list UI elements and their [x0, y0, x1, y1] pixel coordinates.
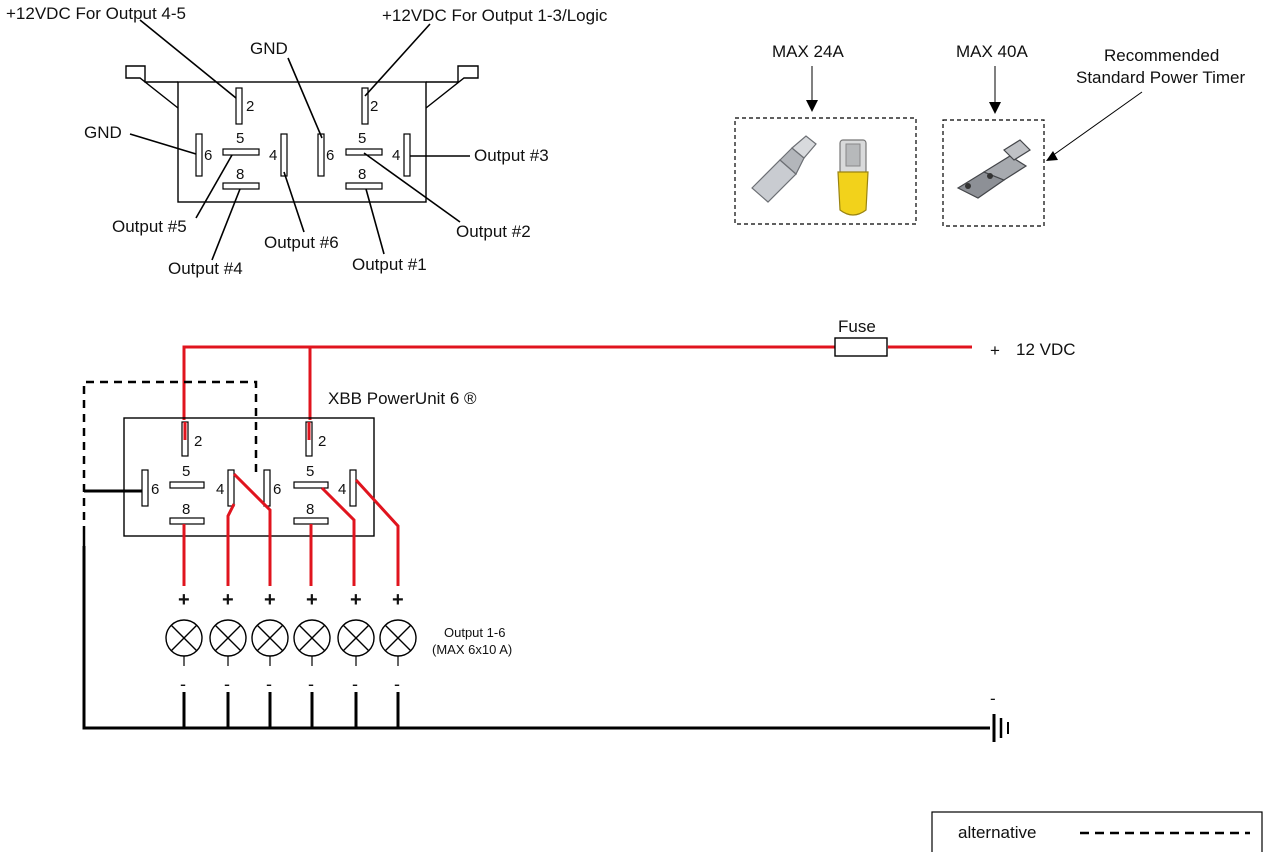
pin-num: 5: [358, 130, 366, 147]
label-fuse: Fuse: [838, 317, 876, 336]
ground-symbol-icon: [992, 714, 1009, 742]
unit-body: [123, 417, 375, 537]
connector-box-40a: [942, 119, 1045, 227]
lamp-minus: -: [394, 674, 400, 694]
label-output-6: Output #6: [264, 233, 339, 252]
pin-num: 5: [236, 130, 244, 147]
legend-alternative-label: alternative: [958, 823, 1036, 842]
label-standard-power-timer: Standard Power Timer: [1076, 68, 1245, 87]
lamp-plus: +: [264, 589, 276, 611]
pin-2-left: [235, 87, 243, 125]
lamp-icon: +-: [293, 589, 331, 694]
pin-4-left: [280, 133, 288, 177]
lamp-icon: +-: [251, 589, 289, 694]
pin-num: 4: [216, 481, 224, 498]
pin-2-right: [361, 87, 369, 125]
power-wire-out45: [182, 345, 835, 420]
pin-8-left: [222, 182, 260, 190]
pin-num: 8: [358, 166, 366, 183]
label-max-6x10a: (MAX 6x10 A): [432, 642, 512, 657]
label-output-1-6: Output 1-6: [444, 625, 505, 640]
label-gnd-mid: GND: [250, 39, 288, 58]
lamp-minus: -: [224, 674, 230, 694]
pin-num: 4: [392, 147, 400, 164]
label-output-3: Output #3: [474, 146, 549, 165]
pin-num: 6: [151, 481, 159, 498]
label-max-24a: MAX 24A: [772, 42, 844, 61]
pin-num: 5: [306, 463, 314, 480]
label-output-1: Output #1: [352, 255, 427, 274]
pin-5-left: [222, 148, 260, 156]
pin-num: 2: [194, 433, 202, 450]
yellow-insulated-terminal-icon: [837, 139, 869, 216]
pin-num: 8: [236, 166, 244, 183]
supply-plus: +: [990, 341, 1000, 360]
pinout-diagram: 2 6 5 4 8 2 6 5 4 8 +12VDC For Output 4-…: [6, 4, 608, 278]
label-output-4: Output #4: [168, 259, 243, 278]
pin-num: 2: [246, 98, 254, 115]
lamp-minus: -: [308, 674, 314, 694]
pin-5-right: [345, 148, 383, 156]
ground-bus: [82, 546, 990, 730]
pin-6-right: [317, 133, 325, 177]
fuse: [834, 337, 888, 357]
pin-num: 6: [204, 147, 212, 164]
lamp-plus: +: [178, 589, 190, 611]
pin-num: 6: [273, 481, 281, 498]
relay-body-outline: [177, 81, 427, 203]
pin-num: 5: [182, 463, 190, 480]
label-output-2: Output #2: [456, 222, 531, 241]
pin-4-right: [403, 133, 411, 177]
pin-num: 2: [318, 433, 326, 450]
lamp-plus: +: [392, 589, 404, 611]
lamp-outputs: +-+-+-+-+-+-: [165, 589, 417, 694]
label-12vdc: 12 VDC: [1016, 340, 1076, 359]
lamp-minus: -: [180, 674, 186, 694]
ground-minus: -: [990, 689, 996, 708]
alternative-ground-wire: [82, 380, 258, 534]
lamp-plus: +: [350, 589, 362, 611]
label-12v-output-4-5: +12VDC For Output 4-5: [6, 4, 186, 23]
lamp-icon: +-: [379, 589, 417, 694]
mount-ear-right: [425, 65, 479, 109]
pin-num: 4: [269, 147, 277, 164]
lamp-plus: +: [306, 589, 318, 611]
pin-8-right: [345, 182, 383, 190]
mount-ear-left: [125, 65, 179, 109]
label-max-40a: MAX 40A: [956, 42, 1028, 61]
lamp-icon: +-: [337, 589, 375, 694]
power-timer-terminal-icon: [956, 139, 1031, 199]
connector-section: MAX 24A MAX 40A Recommended Standard Pow…: [734, 42, 1245, 227]
lamp-icon: +-: [209, 589, 247, 694]
label-unit-name: XBB PowerUnit 6 ®: [328, 389, 477, 408]
connector-box-24a: [734, 117, 917, 225]
lamp-plus: +: [222, 589, 234, 611]
pin-num: 6: [326, 147, 334, 164]
wiring-schematic: Fuse + 12 VDC XBB PowerUnit 6 ® 2 6 5 4 …: [82, 317, 1076, 742]
pin-num: 2: [370, 98, 378, 115]
label-output-5: Output #5: [112, 217, 187, 236]
label-12v-output-1-3: +12VDC For Output 1-3/Logic: [382, 6, 608, 25]
pin-num: 8: [306, 501, 314, 518]
pin-num: 8: [182, 501, 190, 518]
pin-6-left: [195, 133, 203, 177]
label-gnd-left: GND: [84, 123, 122, 142]
lamp-minus: -: [352, 674, 358, 694]
lamp-icon: +-: [165, 589, 203, 694]
leader-lines: [129, 19, 470, 261]
pin-num: 4: [338, 481, 346, 498]
label-recommended: Recommended: [1104, 46, 1219, 65]
lamp-minus: -: [266, 674, 272, 694]
flat-spade-terminal-icon: [751, 135, 817, 203]
legend: alternative: [931, 811, 1263, 852]
